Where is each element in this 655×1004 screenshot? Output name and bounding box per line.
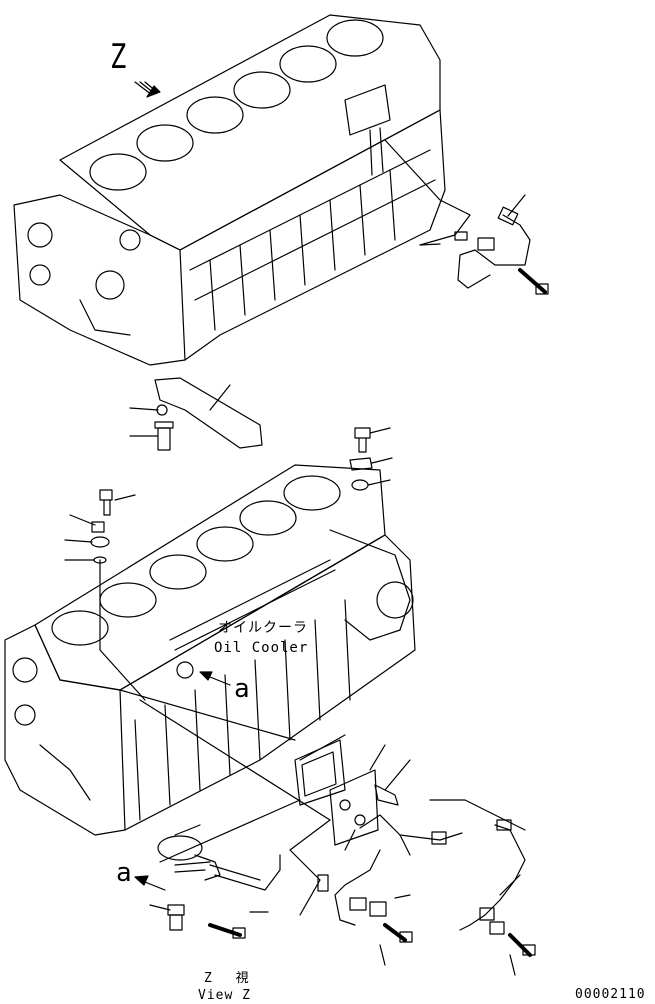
lower-right-bolts (349, 427, 373, 491)
leader-lines-upper (129, 194, 526, 437)
leader-lines-lower (64, 427, 526, 976)
detail-a-arrow-icon-2 (134, 875, 166, 891)
view-z-arrow-icon (134, 81, 161, 98)
detail-a-parts (157, 835, 329, 939)
cover-plates (294, 739, 399, 846)
detail-a-arrow-icon (199, 671, 231, 686)
drawing-code: 00002110 (575, 987, 646, 1002)
detail-a-label: a (234, 674, 250, 704)
oil-cooler-label-jp: オイルクーラ (218, 620, 308, 636)
lower-left-bolts (90, 489, 113, 564)
view-z-label: Z (110, 37, 127, 77)
view-z-caption-jp: Z 視 (204, 971, 257, 986)
upper-sensor-harness (384, 139, 549, 295)
detail-a-label-2: a (116, 858, 132, 888)
view-z-caption-en: View Z (198, 988, 251, 1003)
lower-engine-block (4, 464, 416, 836)
support-bracket (154, 377, 263, 451)
lower-sensor-harness (334, 814, 536, 957)
oil-cooler-label-en: Oil Cooler (214, 640, 309, 656)
upper-engine-block (13, 14, 446, 366)
